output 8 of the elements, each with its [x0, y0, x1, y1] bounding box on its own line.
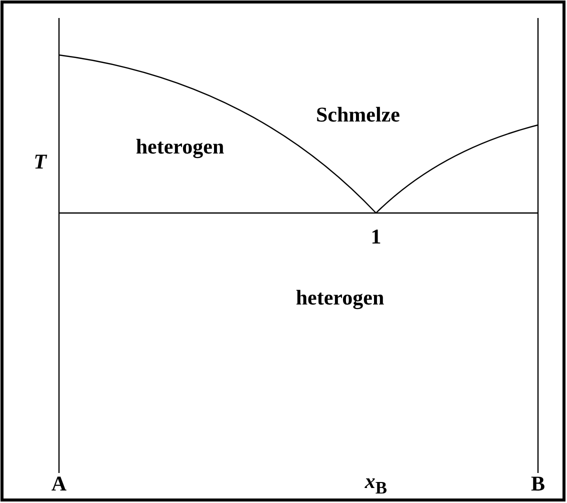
axis-label: T — [34, 152, 46, 172]
point-label: 1 — [370, 226, 382, 248]
axis-label: A — [51, 474, 67, 494]
region-label: Schmelze — [316, 104, 400, 126]
region-label: heterogen — [296, 288, 384, 308]
axis-label: x$_{B}$ — [364, 471, 388, 497]
axis-label: B — [531, 474, 545, 494]
region-label: heterogen — [136, 136, 224, 158]
